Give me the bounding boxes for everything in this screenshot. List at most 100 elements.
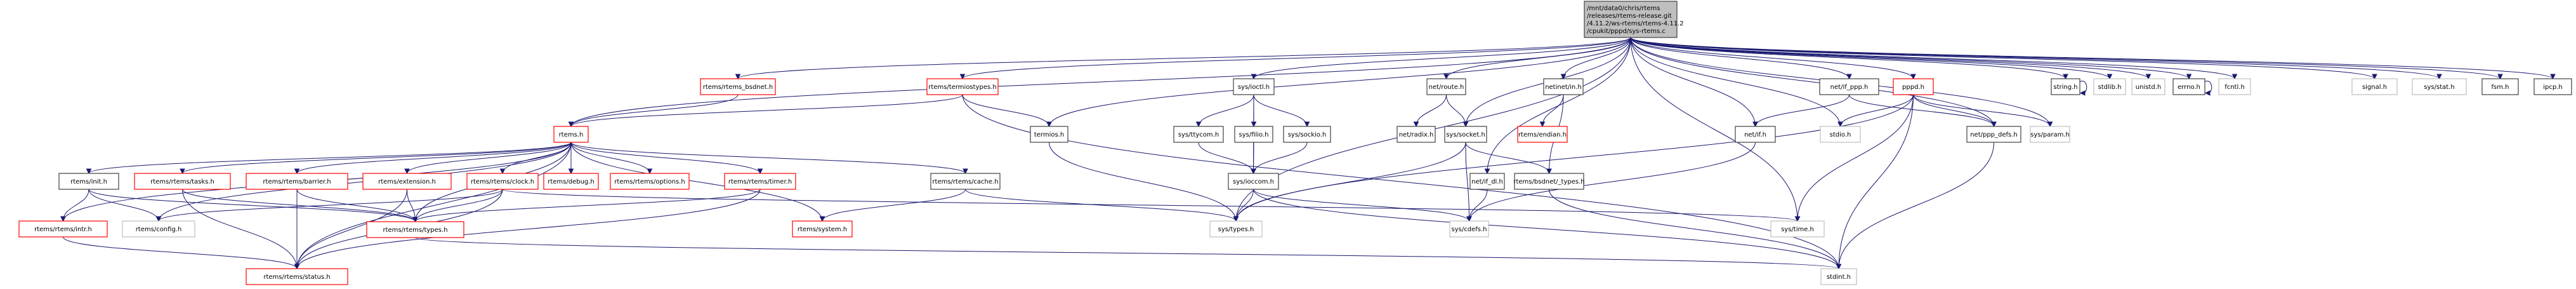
node-net-if-ppp-h[interactable]: net/if_ppp.h bbox=[1819, 78, 1879, 95]
arrowhead-icon bbox=[294, 168, 300, 175]
edge-line bbox=[570, 142, 650, 174]
node-label: stdio.h bbox=[1830, 131, 1851, 138]
node-timer-h[interactable]: rtems/rtems/timer.h bbox=[724, 173, 796, 190]
node-sockio-h[interactable]: sys/sockio.h bbox=[1283, 126, 1331, 143]
node-box bbox=[1228, 173, 1279, 190]
node-stdio-h: stdio.h bbox=[1820, 126, 1861, 143]
node-box bbox=[1283, 126, 1331, 143]
arrowhead-icon bbox=[60, 216, 66, 222]
arrowhead-icon bbox=[294, 264, 300, 270]
node-sys-time-h: sys/time.h bbox=[1770, 220, 1825, 238]
edge-termios_h-to-sys_types_h bbox=[1049, 142, 1239, 222]
node-extension-h[interactable]: rtems/extension.h bbox=[362, 173, 452, 190]
edge-root-to-errno_h bbox=[1630, 37, 2192, 80]
arrowhead-icon bbox=[2047, 121, 2053, 128]
node-intr-h[interactable]: rtems/rtems/intr.h bbox=[18, 220, 108, 238]
edge-line bbox=[182, 189, 416, 222]
node-fsm-h[interactable]: fsm.h bbox=[2481, 78, 2519, 95]
node-sys-ioctl-h[interactable]: sys/ioctl.h bbox=[1233, 78, 1275, 95]
node-rtems-bsdnet-h[interactable]: rtems/rtems_bsdnet.h bbox=[700, 78, 776, 95]
node-clock-h[interactable]: rtems/rtems/clock.h bbox=[466, 173, 539, 190]
node-label: rtems/config.h bbox=[136, 226, 182, 233]
edge-root-to-sys_ioctl_h bbox=[1251, 37, 1631, 80]
node-label: rtems/debug.h bbox=[548, 178, 595, 185]
node-rtems-h[interactable]: rtems.h bbox=[553, 126, 589, 143]
arrowhead-icon bbox=[2231, 74, 2238, 80]
node-rtems-init-h[interactable]: rtems/init.h bbox=[58, 173, 119, 190]
node-box bbox=[1426, 78, 1466, 95]
arrowhead-icon bbox=[1846, 74, 1852, 80]
node-net-route-h[interactable]: net/route.h bbox=[1426, 78, 1466, 95]
node-label: rtems/system.h bbox=[798, 226, 847, 233]
node-label: /cpukit/pppd/sys-rtems.c bbox=[1587, 28, 1666, 35]
node-errno-h[interactable]: errno.h bbox=[2172, 78, 2205, 95]
node-system-h[interactable]: rtems/system.h bbox=[792, 220, 853, 238]
edge-clock_h-to-sys_time_h bbox=[502, 189, 1801, 222]
node-filio-h[interactable]: sys/filio.h bbox=[1234, 126, 1273, 143]
edge-cache_h-to-sys_types_h bbox=[965, 189, 1239, 222]
node-bsd-types-h[interactable]: rtems/bsdnet/_types.h bbox=[1513, 173, 1585, 190]
edge-root-to-net_if_ppp_h bbox=[1630, 37, 1852, 80]
edge-line bbox=[1630, 37, 1850, 79]
edge-line bbox=[1838, 142, 1994, 269]
arrowhead-icon bbox=[2079, 90, 2086, 96]
node-net-if-h[interactable]: net/if.h bbox=[1735, 126, 1776, 143]
edge-line bbox=[1465, 142, 1469, 222]
node-ttycom-h[interactable]: sys/ttycom.h bbox=[1173, 126, 1224, 143]
node-root[interactable]: /mnt/data0/chris/rtems/releases/rtems-re… bbox=[1584, 1, 1684, 38]
edge-line bbox=[1913, 94, 2051, 127]
arrowhead-icon bbox=[1836, 264, 1842, 270]
node-config-h: rtems/config.h bbox=[122, 220, 195, 238]
node-options-h[interactable]: rtems/rtems/options.h bbox=[610, 173, 690, 190]
arrowhead-icon bbox=[1195, 121, 1202, 128]
node-stdlib-h: stdlib.h bbox=[2093, 78, 2126, 95]
edge-line bbox=[962, 94, 1839, 269]
node-label: netinet/in.h bbox=[1545, 84, 1582, 91]
node-string-h[interactable]: string.h bbox=[2051, 78, 2080, 95]
arrowhead-icon bbox=[2550, 74, 2556, 80]
edge-line bbox=[1446, 94, 1466, 127]
node-radix-h[interactable]: net/radix.h bbox=[1396, 126, 1436, 143]
node-label: sys/ioctl.h bbox=[1238, 84, 1270, 91]
node-status-h[interactable]: rtems/rtems/status.h bbox=[246, 268, 348, 285]
arrowhead-icon bbox=[1233, 216, 1239, 222]
edge-line bbox=[1630, 37, 1756, 127]
node-termiostypes-h[interactable]: rtems/termiostypes.h bbox=[926, 78, 999, 95]
edge-line bbox=[88, 189, 159, 222]
edge-cache_h-to-system_h bbox=[819, 189, 966, 222]
node-termios-h[interactable]: termios.h bbox=[1030, 126, 1068, 143]
node-box bbox=[553, 126, 589, 143]
node-ipcp-h[interactable]: ipcp.h bbox=[2533, 78, 2572, 95]
node-endian-h[interactable]: rtems/endian.h bbox=[1517, 126, 1568, 143]
node-rtypes-h[interactable]: rtems/rtems/types.h bbox=[366, 221, 464, 238]
node-ioccom-h[interactable]: sys/ioccom.h bbox=[1228, 173, 1279, 190]
edge-termiostypes_h-to-stdint_h bbox=[962, 94, 1842, 270]
arrowhead-icon bbox=[1837, 121, 1843, 128]
node-barrier-h[interactable]: rtems/rtems/barrier.h bbox=[246, 173, 348, 190]
node-box bbox=[700, 78, 776, 95]
node-if-dl-h[interactable]: net/if_dl.h bbox=[1469, 173, 1505, 190]
edge-line bbox=[1913, 94, 1994, 127]
node-label: sys/ioccom.h bbox=[1233, 178, 1274, 185]
edge-line bbox=[1755, 94, 1850, 127]
node-box bbox=[2172, 78, 2205, 95]
node-pppd-h[interactable]: pppd.h bbox=[1893, 78, 1934, 95]
edge-rtems_h-to-options_h bbox=[570, 142, 653, 175]
node-label: rtems.h bbox=[559, 131, 584, 138]
edge-intr_h-to-status_h bbox=[63, 236, 300, 270]
node-tasks-h[interactable]: rtems/rtems/tasks.h bbox=[134, 173, 231, 190]
node-ppp-defs-h[interactable]: net/ppp_defs.h bbox=[1966, 126, 2021, 143]
node-box bbox=[1966, 126, 2021, 143]
node-label: rtems/rtems/options.h bbox=[614, 178, 685, 185]
arrowhead-icon bbox=[1794, 216, 1801, 222]
node-box bbox=[1543, 78, 1584, 95]
edge-net_if_ppp_h-to-ppp_defs_h bbox=[1849, 94, 1997, 128]
node-socket-h[interactable]: sys/socket.h bbox=[1444, 126, 1487, 143]
arrowhead-icon bbox=[412, 217, 418, 223]
node-netinet-in-h[interactable]: netinet/in.h bbox=[1543, 78, 1584, 95]
node-debug-h[interactable]: rtems/debug.h bbox=[543, 173, 599, 190]
node-cache-h[interactable]: rtems/rtems/cache.h bbox=[930, 173, 1001, 190]
node-box bbox=[1893, 78, 1934, 95]
node-box bbox=[1209, 220, 1263, 238]
